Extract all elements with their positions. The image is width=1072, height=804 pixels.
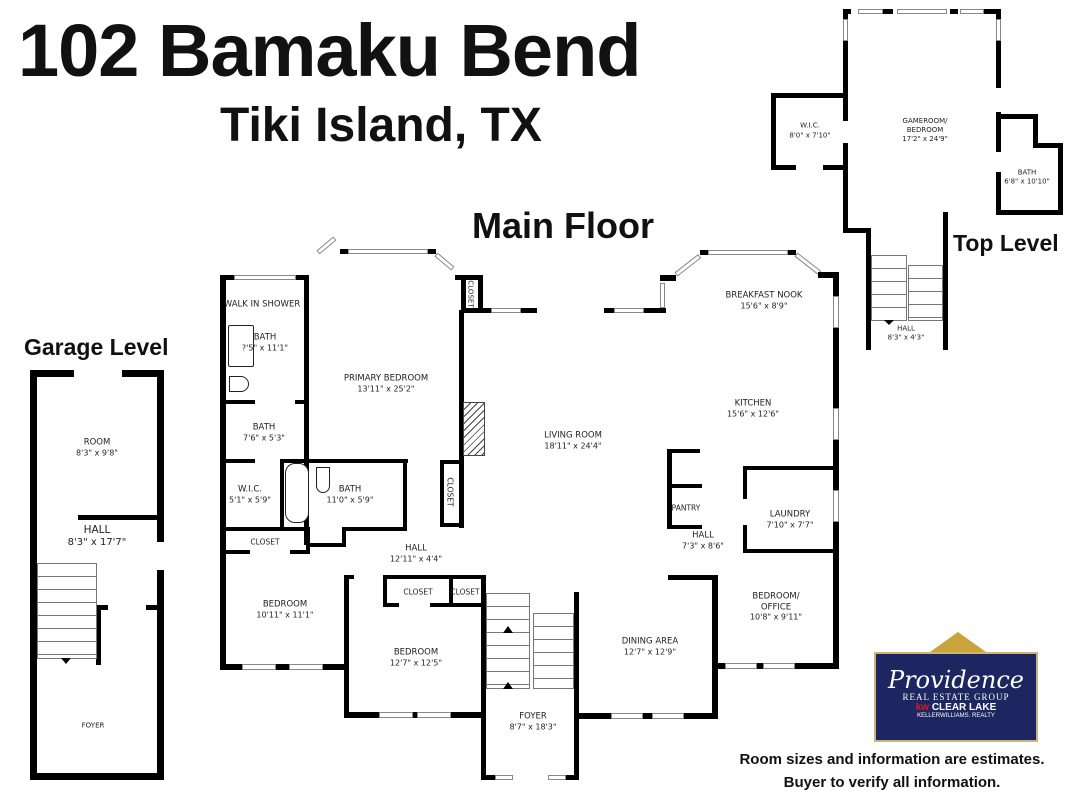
closet-label: CLOSET xyxy=(445,477,455,507)
property-city-state: Tiki Island, TX xyxy=(220,99,542,152)
wic-label: W.I.C.5'1" x 5'9" xyxy=(229,484,271,505)
main-floor-label: Main Floor xyxy=(472,205,654,246)
top-stairs-left xyxy=(871,255,907,321)
disclaimer-line-1: Room sizes and information are estimates… xyxy=(739,751,1045,768)
top-stairs-right xyxy=(908,265,943,321)
disclaimer: Room sizes and information are estimates… xyxy=(712,748,1072,795)
toilet-fixture xyxy=(316,467,330,493)
fireplace xyxy=(463,402,485,456)
house-roof-icon xyxy=(930,632,986,652)
garage-level-label: Garage Level xyxy=(24,334,169,360)
stairs-down-arrow-icon xyxy=(884,320,894,325)
garage-room-label: ROOM 8'3" x 9'8" xyxy=(76,437,118,458)
logo-realty: KELLERWILLIAMS. REALTY xyxy=(917,713,995,719)
closet-label: CLOSET xyxy=(450,587,480,597)
pantry-label: PANTRY xyxy=(671,503,701,513)
main-stairs-left xyxy=(486,593,530,689)
disclaimer-line-2: Buyer to verify all information. xyxy=(783,774,1001,792)
closet-label: CLOSET xyxy=(466,280,475,308)
property-address: 102 Bamaku Bend xyxy=(18,9,641,92)
logo-subtitle: REAL ESTATE GROUP xyxy=(902,692,1010,702)
stairs-down-arrow-icon xyxy=(61,658,71,664)
primary-bath-label: BATH?'5" x 11'1" xyxy=(241,332,289,353)
walk-in-shower-label: WALK IN SHOWER xyxy=(223,299,301,310)
stairs-up-arrow-icon xyxy=(503,626,513,633)
top-level-label: Top Level xyxy=(953,230,1059,256)
providence-logo: Providence REAL ESTATE GROUP kw CLEAR LA… xyxy=(874,632,1038,742)
garage-stairs xyxy=(37,563,97,659)
main-stairs-right xyxy=(533,613,574,689)
toilet-fixture xyxy=(229,376,249,392)
bathtub-fixture xyxy=(285,463,309,523)
garage-foyer-label: FOYER xyxy=(81,721,105,730)
closet-label: CLOSET xyxy=(403,587,433,597)
sink-fixture xyxy=(228,325,254,367)
logo-brand: Providence xyxy=(888,666,1024,694)
logo-kw-office: kw CLEAR LAKE xyxy=(915,702,997,713)
garage-hall-label: HALL 8'3" x 17'7" xyxy=(67,524,127,549)
closet-label: CLOSET xyxy=(250,537,280,547)
stairs-up-arrow-icon xyxy=(503,682,513,689)
top-wic-label: W.I.C.8'0" x 7'10" xyxy=(789,121,831,140)
